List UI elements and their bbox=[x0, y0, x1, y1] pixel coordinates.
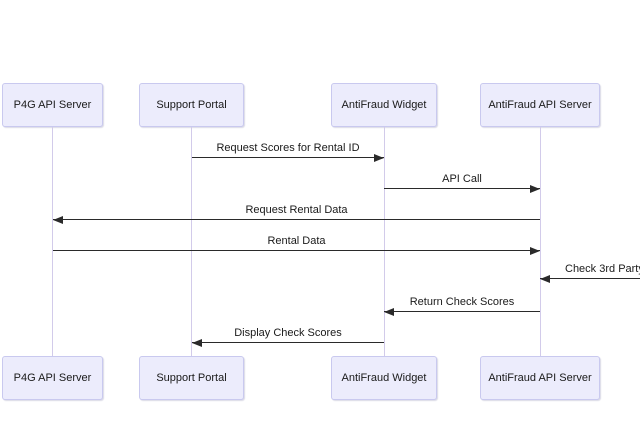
message-line bbox=[53, 219, 540, 220]
participant-top-antifraud-widget: AntiFraud Widget bbox=[331, 83, 437, 127]
message-line bbox=[192, 342, 384, 343]
participant-bottom-antifraud-widget: AntiFraud Widget bbox=[331, 356, 437, 400]
arrowhead-right-icon bbox=[530, 184, 540, 193]
participant-top-support-portal: Support Portal bbox=[139, 83, 244, 127]
participant-bottom-antifraud-api-server: AntiFraud API Server bbox=[480, 356, 600, 400]
participant-label: AntiFraud Widget bbox=[341, 99, 427, 111]
message-api-call: API Call bbox=[384, 173, 540, 193]
message-check-3rd-party: Check 3rd Party bbox=[540, 263, 640, 283]
arrowhead-left-icon bbox=[53, 215, 63, 224]
lifeline-p4g-api-server bbox=[52, 127, 53, 356]
participant-label: AntiFraud API Server bbox=[488, 99, 592, 111]
message-label: API Call bbox=[442, 173, 482, 185]
arrowhead-left-icon bbox=[384, 307, 394, 316]
message-line bbox=[384, 188, 540, 189]
message-line bbox=[192, 157, 384, 158]
message-label: Request Rental Data bbox=[245, 204, 348, 216]
message-label: Return Check Scores bbox=[409, 296, 515, 308]
message-request-scores-for-rental-id: Request Scores for Rental ID bbox=[192, 142, 384, 162]
message-label: Display Check Scores bbox=[234, 327, 342, 339]
participant-label: AntiFraud Widget bbox=[341, 372, 427, 384]
participant-label: Support Portal bbox=[156, 372, 227, 384]
arrowhead-left-icon bbox=[192, 338, 202, 347]
message-line bbox=[384, 311, 540, 312]
message-label: Check 3rd Party bbox=[565, 263, 640, 275]
arrowhead-right-icon bbox=[374, 153, 384, 162]
participant-bottom-p4g-api-server: P4G API Server bbox=[2, 356, 103, 400]
message-rental-data: Rental Data bbox=[53, 235, 540, 255]
lifeline-antifraud-widget bbox=[384, 127, 385, 356]
message-label: Request Scores for Rental ID bbox=[216, 142, 360, 154]
message-line bbox=[53, 250, 540, 251]
participant-top-antifraud-api-server: AntiFraud API Server bbox=[480, 83, 600, 127]
participant-bottom-support-portal: Support Portal bbox=[139, 356, 244, 400]
arrowhead-left-icon bbox=[540, 274, 550, 283]
arrowhead-right-icon bbox=[530, 246, 540, 255]
message-display-check-scores: Display Check Scores bbox=[192, 327, 384, 347]
message-request-rental-data: Request Rental Data bbox=[53, 204, 540, 224]
message-line bbox=[540, 278, 640, 279]
message-label: Rental Data bbox=[267, 235, 326, 247]
lifeline-antifraud-api-server bbox=[540, 127, 541, 356]
participant-label: Support Portal bbox=[156, 99, 227, 111]
participant-top-p4g-api-server: P4G API Server bbox=[2, 83, 103, 127]
message-return-check-scores: Return Check Scores bbox=[384, 296, 540, 316]
participant-label: P4G API Server bbox=[13, 99, 92, 111]
participant-label: AntiFraud API Server bbox=[488, 372, 592, 384]
lifeline-support-portal bbox=[191, 127, 192, 356]
participant-label: P4G API Server bbox=[13, 372, 92, 384]
